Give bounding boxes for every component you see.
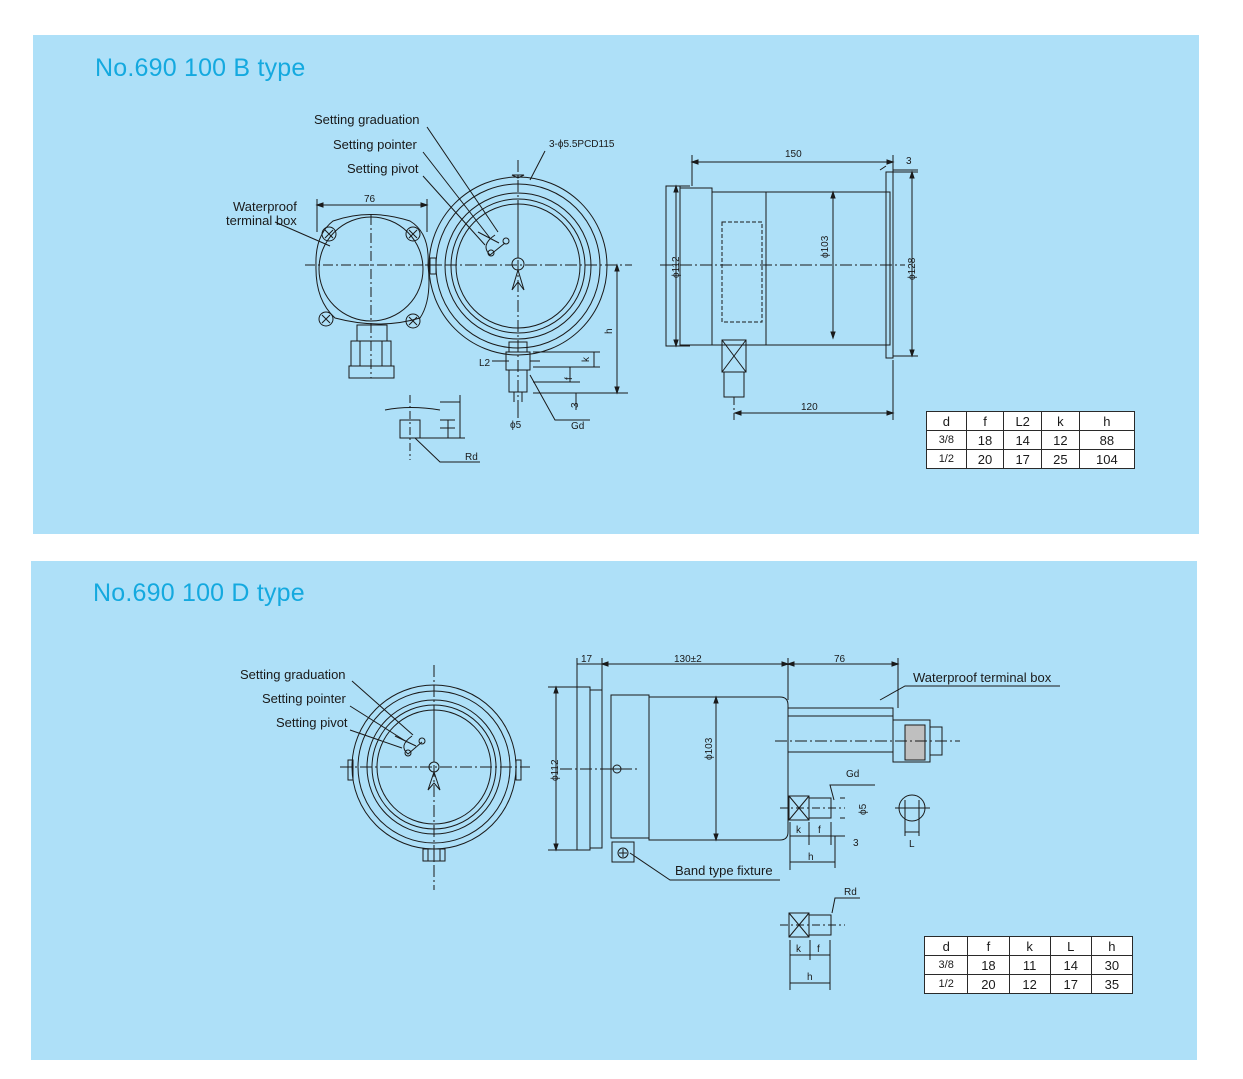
table-cell: 17 bbox=[1049, 974, 1092, 994]
b-dim-3: 3 bbox=[906, 156, 912, 167]
d-setting-pivot-label: Setting pivot bbox=[276, 715, 348, 730]
b-dim-k: k bbox=[581, 356, 592, 362]
table-cell: 20 bbox=[967, 974, 1010, 994]
b-rd-label: Rd bbox=[465, 452, 478, 463]
d-rd-dim-f: f bbox=[817, 944, 820, 955]
table-cell: 12 bbox=[1008, 974, 1051, 994]
drawing-b-type: Setting graduation Setting pointer Setti… bbox=[226, 112, 918, 463]
table-cell: 17 bbox=[1003, 449, 1043, 469]
d-dim-three: 3 bbox=[853, 838, 859, 849]
d-rd-dim-k: k bbox=[796, 944, 802, 955]
b-dim-128: ϕ128 bbox=[907, 257, 918, 280]
d-dim-phi5: ϕ5 bbox=[858, 803, 869, 815]
table-cell: 11 bbox=[1008, 955, 1051, 975]
table-header-cell: L2 bbox=[1003, 411, 1043, 431]
table-cell: 30 bbox=[1090, 955, 1134, 975]
b-spec-table: d f L2 k h 3/8 18 14 12 88 1/2 20 17 25 … bbox=[926, 411, 1136, 469]
table-header-cell: L bbox=[1049, 936, 1092, 956]
d-dim-h: h bbox=[808, 852, 814, 863]
b-setting-graduation-label: Setting graduation bbox=[314, 112, 420, 127]
b-dim-76: 76 bbox=[364, 194, 376, 205]
d-rd-label: Rd bbox=[844, 887, 857, 898]
d-dim-130: 130±2 bbox=[674, 654, 702, 665]
d-rd-dim-h: h bbox=[807, 972, 813, 983]
d-setting-graduation-label: Setting graduation bbox=[240, 667, 346, 682]
panel-b-title: No.690 100 B type bbox=[95, 54, 306, 82]
b-setting-pointer-label: Setting pointer bbox=[333, 137, 418, 152]
d-setting-pointer-label: Setting pointer bbox=[262, 691, 347, 706]
table-row: 3/8 18 14 12 88 bbox=[926, 430, 1136, 450]
table-row: 1/2 20 17 25 104 bbox=[926, 449, 1136, 469]
table-cell: 20 bbox=[965, 449, 1005, 469]
table-header-cell: f bbox=[967, 936, 1010, 956]
d-dim-f: f bbox=[818, 825, 821, 836]
d-band-fixture-label: Band type fixture bbox=[675, 863, 773, 878]
gauge-side-b bbox=[660, 171, 905, 420]
table-header-row: d f k L h bbox=[923, 936, 1134, 956]
table-cell: 88 bbox=[1078, 430, 1136, 450]
table-header-cell: d bbox=[923, 936, 969, 956]
b-dim-112: ϕ112 bbox=[671, 256, 682, 278]
table-cell: 35 bbox=[1090, 974, 1134, 994]
d-dim-103: ϕ103 bbox=[704, 737, 715, 760]
d-dim-76: 76 bbox=[834, 654, 846, 665]
gauge-front-b bbox=[425, 160, 632, 410]
d-dim-17: 17 bbox=[581, 654, 593, 665]
b-dim-f: f bbox=[564, 377, 575, 380]
b-dim-103: ϕ103 bbox=[820, 235, 831, 258]
table-cell: 1/2 bbox=[926, 449, 967, 469]
b-terminal-box-label-1: Waterproof bbox=[233, 199, 297, 214]
gauge-front-d bbox=[340, 665, 530, 890]
d-gd-label: Gd bbox=[846, 769, 859, 780]
b-terminal-box-label-2: terminal box bbox=[226, 213, 297, 228]
b-setting-pivot-label: Setting pivot bbox=[347, 161, 419, 176]
gauge-side-d bbox=[560, 686, 960, 938]
table-cell: 18 bbox=[967, 955, 1010, 975]
d-dim-k: k bbox=[796, 825, 802, 836]
d-spec-table: d f k L h 3/8 18 11 14 30 1/2 20 12 17 3… bbox=[923, 936, 1134, 994]
d-dim-L: L bbox=[909, 839, 915, 850]
panel-d-title: No.690 100 D type bbox=[93, 579, 305, 607]
b-mounting-holes-label: 3-ϕ5.5PCD115 bbox=[549, 139, 615, 150]
table-cell: 1/2 bbox=[923, 974, 969, 994]
d-terminal-box-label: Waterproof terminal box bbox=[913, 670, 1052, 685]
b-dim-phi5: ϕ5 bbox=[510, 420, 522, 431]
b-gd-label: Gd bbox=[571, 421, 584, 432]
table-cell: 14 bbox=[1049, 955, 1092, 975]
b-dim-three: 3 bbox=[570, 402, 581, 408]
terminal-box-front bbox=[305, 214, 440, 379]
b-dim-120: 120 bbox=[801, 402, 818, 413]
b-l2-label: L2 bbox=[479, 358, 491, 369]
table-header-cell: h bbox=[1090, 936, 1134, 956]
b-dim-h: h bbox=[604, 328, 615, 334]
table-header-cell: k bbox=[1008, 936, 1051, 956]
table-cell: 3/8 bbox=[923, 955, 969, 975]
table-cell: 104 bbox=[1078, 449, 1136, 469]
table-row: 3/8 18 11 14 30 bbox=[923, 955, 1134, 975]
d-dim-112: ϕ112 bbox=[550, 759, 561, 781]
b-dim-150: 150 bbox=[785, 149, 802, 160]
table-row: 1/2 20 12 17 35 bbox=[923, 974, 1134, 994]
